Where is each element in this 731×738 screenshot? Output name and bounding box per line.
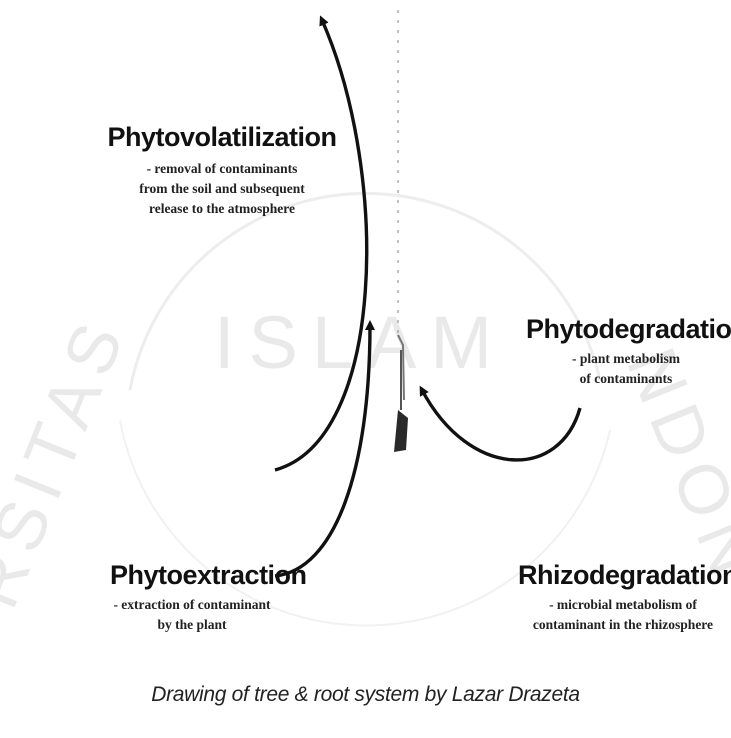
phytodegradation-line: - plant metabolism bbox=[526, 349, 726, 369]
phytodegradation-arrow bbox=[422, 390, 580, 460]
rhizodegradation-line: - microbial metabolism of bbox=[518, 595, 728, 615]
phytodegradation-line: of contaminants bbox=[526, 369, 726, 389]
rhizodegradation-label: Rhizodegradation - microbial metabolism … bbox=[518, 560, 728, 635]
phytovolatilization-line: - removal of contaminants bbox=[102, 159, 342, 179]
phytodegradation-label: Phytodegradation - plant metabolism of c… bbox=[526, 314, 726, 389]
phytoextraction-label: Phytoextraction - extraction of contamin… bbox=[92, 560, 292, 635]
phytovolatilization-line: release to the atmosphere bbox=[102, 199, 342, 219]
rhizodegradation-description: - microbial metabolism of contaminant in… bbox=[518, 595, 728, 635]
phytoextraction-description: - extraction of contaminant by the plant bbox=[92, 595, 292, 635]
phytovolatilization-description: - removal of contaminants from the soil … bbox=[102, 159, 342, 219]
phytodegradation-description: - plant metabolism of contaminants bbox=[526, 349, 726, 389]
phytoextraction-line: - extraction of contaminant bbox=[92, 595, 292, 615]
phytovolatilization-arrow bbox=[275, 20, 367, 470]
rhizodegradation-line: contaminant in the rhizosphere bbox=[518, 615, 728, 635]
phytodegradation-title: Phytodegradation bbox=[526, 314, 726, 345]
phytovolatilization-line: from the soil and subsequent bbox=[102, 179, 342, 199]
phytoextraction-title: Phytoextraction bbox=[92, 560, 292, 591]
tree-trunk-drawing bbox=[394, 10, 408, 452]
rhizodegradation-title: Rhizodegradation bbox=[518, 560, 728, 591]
figure-caption: Drawing of tree & root system by Lazar D… bbox=[0, 683, 731, 707]
phytoextraction-line: by the plant bbox=[92, 615, 292, 635]
phytovolatilization-label: Phytovolatilization - removal of contami… bbox=[102, 122, 342, 219]
phytovolatilization-title: Phytovolatilization bbox=[102, 122, 342, 153]
